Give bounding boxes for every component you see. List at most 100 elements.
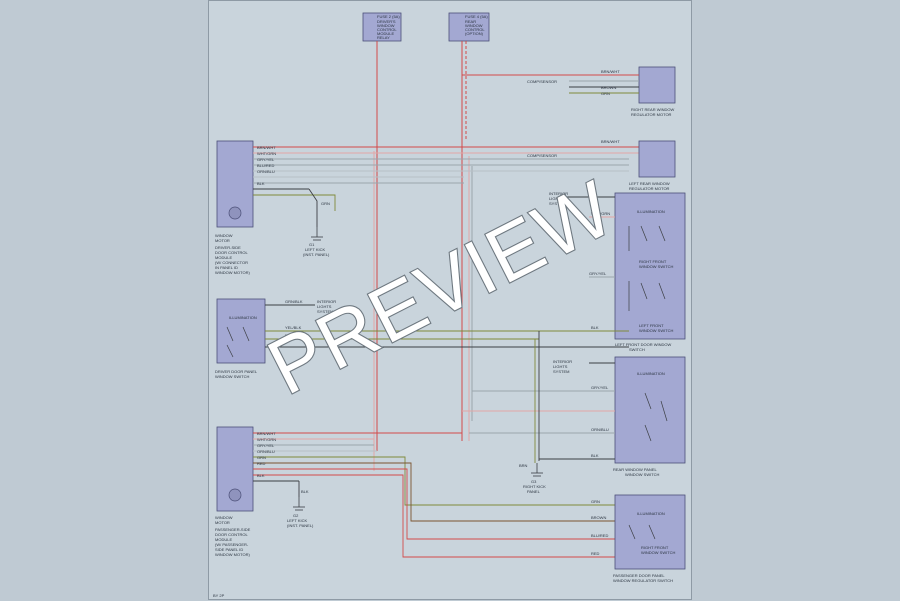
wl-brn-wht-lr: BRN/WHT bbox=[601, 139, 620, 144]
lf-switch-label-1: SWITCH bbox=[629, 347, 645, 352]
wl-grn-p: GRN bbox=[257, 455, 266, 460]
rw-switch-label-1: WINDOW SWITCH bbox=[625, 472, 660, 477]
fuse-left-line-3: CONTROL bbox=[377, 27, 397, 32]
wl-comp-rr: COMP/SENSOR bbox=[527, 79, 557, 84]
rw-switch-illum: ILLUMINATION bbox=[637, 371, 665, 376]
left-rear-regulator-motor: LEFT REAR WINDOW REGULATOR MOTOR bbox=[629, 140, 676, 191]
note-interior-1-2: SYSTEM bbox=[549, 201, 565, 206]
wl-brn-wht-rr: BRN/WHT bbox=[601, 69, 620, 74]
rear-window-panel-switch: ILLUMINATION REAR WINDOW PANEL WINDOW SW… bbox=[613, 356, 686, 477]
rr-reg-label-0: RIGHT REAR WINDOW bbox=[631, 107, 674, 112]
dp-switch-label-1: WINDOW SWITCH bbox=[215, 374, 250, 379]
lf-switch-inner-1: WINDOW SWITCH bbox=[639, 328, 674, 333]
rf-switch-inner-1: WINDOW SWITCH bbox=[639, 264, 674, 269]
note-interior-2-1: LIGHTS bbox=[317, 304, 332, 309]
note-interior-2-0: INTERIOR bbox=[317, 299, 336, 304]
dp-switch-wires bbox=[265, 304, 629, 348]
driver-window-motor: WINDOW MOTOR DRIVER-SIDE DOOR CONTROL MO… bbox=[215, 140, 254, 275]
wl-gry-yel-rw: GRY/YEL bbox=[591, 385, 609, 390]
fuse-right-line-2: WINDOW bbox=[465, 23, 483, 28]
wl-blu-red-pd: BLU/RED bbox=[591, 533, 608, 538]
note-interior-1-0: INTERIOR bbox=[549, 191, 568, 196]
note-interior-3-2: SYSTEM bbox=[553, 369, 569, 374]
motor-driver-line-0: WINDOW bbox=[215, 233, 233, 238]
pd-switch-contacts bbox=[628, 524, 656, 540]
schematic-sheet: FUSE 2 (5A) DRIVER'S WINDOW CONTROL MODU… bbox=[208, 0, 692, 600]
fuse-right-line-1: REAR bbox=[465, 19, 476, 24]
motor-driver-line-5: (W/ CONNECTOR bbox=[215, 260, 248, 265]
lf-switch-contacts bbox=[628, 225, 666, 311]
pd-switch-illum: ILLUMINATION bbox=[637, 511, 665, 516]
motor-pass-line-0: WINDOW bbox=[215, 515, 233, 520]
wl-wht-grn-p: WHT/GRN bbox=[257, 437, 276, 442]
left-front-door-switch: ILLUMINATION RIGHT FRONT WINDOW SWITCH L… bbox=[614, 192, 686, 352]
fuse-right-line-3: CONTROL bbox=[465, 27, 485, 32]
ground-g1-line-1: LEFT KICK bbox=[305, 247, 325, 252]
wl-grn-pd: GRN bbox=[591, 499, 600, 504]
ground-g3-line-0: G3 bbox=[531, 479, 537, 484]
motor-pass-line-4: MODULE bbox=[215, 537, 232, 542]
motor-driver-line-2: DRIVER-SIDE bbox=[215, 245, 241, 250]
wl-blk-lf: BLK bbox=[591, 325, 599, 330]
wl-gry-yel-lf: GRY/YEL bbox=[589, 271, 607, 276]
wl-gry-yel-p: GRY/YEL bbox=[257, 443, 275, 448]
passenger-door-switch: ILLUMINATION RIGHT FRONT WINDOW SWITCH P… bbox=[613, 494, 686, 583]
wl-blk-rw: BLK bbox=[591, 453, 599, 458]
rw-switch-wires bbox=[462, 331, 615, 463]
wl-blk-g2: BLK bbox=[301, 489, 309, 494]
lf-switch-wires bbox=[539, 196, 615, 332]
ground-g1-line-2: (INST. PANEL) bbox=[303, 252, 330, 257]
wl-comp-lr: COMP/SENSOR bbox=[527, 153, 557, 158]
wl-grn-blk-dp: GRN/BLK bbox=[285, 299, 303, 304]
fuse-left-line-4: MODULE bbox=[377, 31, 394, 36]
passenger-motor-wires bbox=[253, 432, 615, 558]
lr-reg-label-0: LEFT REAR WINDOW bbox=[629, 181, 670, 186]
sheet-reference: BY 2P bbox=[213, 593, 225, 598]
lf-switch-illum: ILLUMINATION bbox=[637, 209, 665, 214]
lr-reg-label-1: REGULATOR MOTOR bbox=[629, 186, 670, 191]
pd-switch-label-1: WINDOW REGULATOR SWITCH bbox=[613, 578, 673, 583]
pd-switch-inner-0: RIGHT FRONT bbox=[641, 545, 669, 550]
ground-g2-line-0: G2 bbox=[293, 513, 299, 518]
rw-switch-label-0: REAR WINDOW PANEL bbox=[613, 467, 657, 472]
fuse-left-line-2: WINDOW bbox=[377, 23, 395, 28]
wl-wht-grn-1: WHT/GRN bbox=[257, 151, 276, 156]
rr-reg-label-1: REGULATOR MOTOR bbox=[631, 112, 672, 117]
fuse-left-line-1: DRIVER'S bbox=[377, 19, 396, 24]
pd-switch-inner-1: WINDOW SWITCH bbox=[641, 550, 676, 555]
wl-brn-wht-p: BRN/WHT bbox=[257, 431, 276, 436]
wl-brown-rr: BROWN bbox=[601, 85, 616, 90]
wl-orn-blu-1: ORN/BLU bbox=[257, 169, 275, 174]
wl-wht-grn-lf: WHT/GRN bbox=[591, 211, 610, 216]
dp-switch-illum: ILLUMINATION bbox=[229, 315, 257, 320]
dp-switch-label-0: DRIVER DOOR PANEL bbox=[215, 369, 258, 374]
note-interior-3-1: LIGHTS bbox=[553, 364, 568, 369]
right-rear-regulator-motor: RIGHT REAR WINDOW REGULATOR MOTOR bbox=[631, 66, 676, 117]
motor-driver-line-7: WINDOW MOTOR) bbox=[215, 270, 250, 275]
driver-door-panel-switch: ILLUMINATION DRIVER DOOR PANEL WINDOW SW… bbox=[215, 298, 266, 379]
note-interior-2-2: SYSTEM bbox=[317, 309, 333, 314]
ground-g2-line-2: (INST. PANEL) bbox=[287, 523, 314, 528]
motor-pass-line-2: PASSENGER-SIDE bbox=[215, 527, 251, 532]
wl-brown-pd: BROWN bbox=[591, 515, 606, 520]
motor-pass-line-1: MOTOR bbox=[215, 520, 230, 525]
motor-driver-line-4: MODULE bbox=[215, 255, 232, 260]
wl-red-p: RED bbox=[257, 461, 266, 466]
ground-g1-line-0: G1 bbox=[309, 242, 315, 247]
fuse-block-right: FUSE 4 (5A) REAR WINDOW CONTROL (OPTION) bbox=[448, 12, 490, 42]
ground-g1: G1 LEFT KICK (INST. PANEL) bbox=[303, 227, 330, 257]
ground-g2-line-1: LEFT KICK bbox=[287, 518, 307, 523]
rw-switch-contacts bbox=[644, 392, 668, 442]
driver-motor-wires bbox=[253, 146, 649, 227]
motor-pass-line-6: SIDE PANEL ID bbox=[215, 547, 243, 552]
fuse-right-line-4: (OPTION) bbox=[465, 31, 484, 36]
wl-blk-1: BLK bbox=[257, 181, 265, 186]
trunk-wires bbox=[373, 41, 473, 471]
fuse-left-line-5: RELAY bbox=[377, 35, 390, 40]
rf-switch-inner-0: RIGHT FRONT bbox=[639, 259, 667, 264]
motor-driver-line-1: MOTOR bbox=[215, 238, 230, 243]
pd-switch-label-0: PASSENGER DOOR PANEL bbox=[613, 573, 665, 578]
motor-driver-line-3: DOOR CONTROL bbox=[215, 250, 248, 255]
motor-pass-line-7: WINDOW MOTOR) bbox=[215, 552, 250, 557]
wl-gry-yel-1: GRY/YEL bbox=[257, 157, 275, 162]
